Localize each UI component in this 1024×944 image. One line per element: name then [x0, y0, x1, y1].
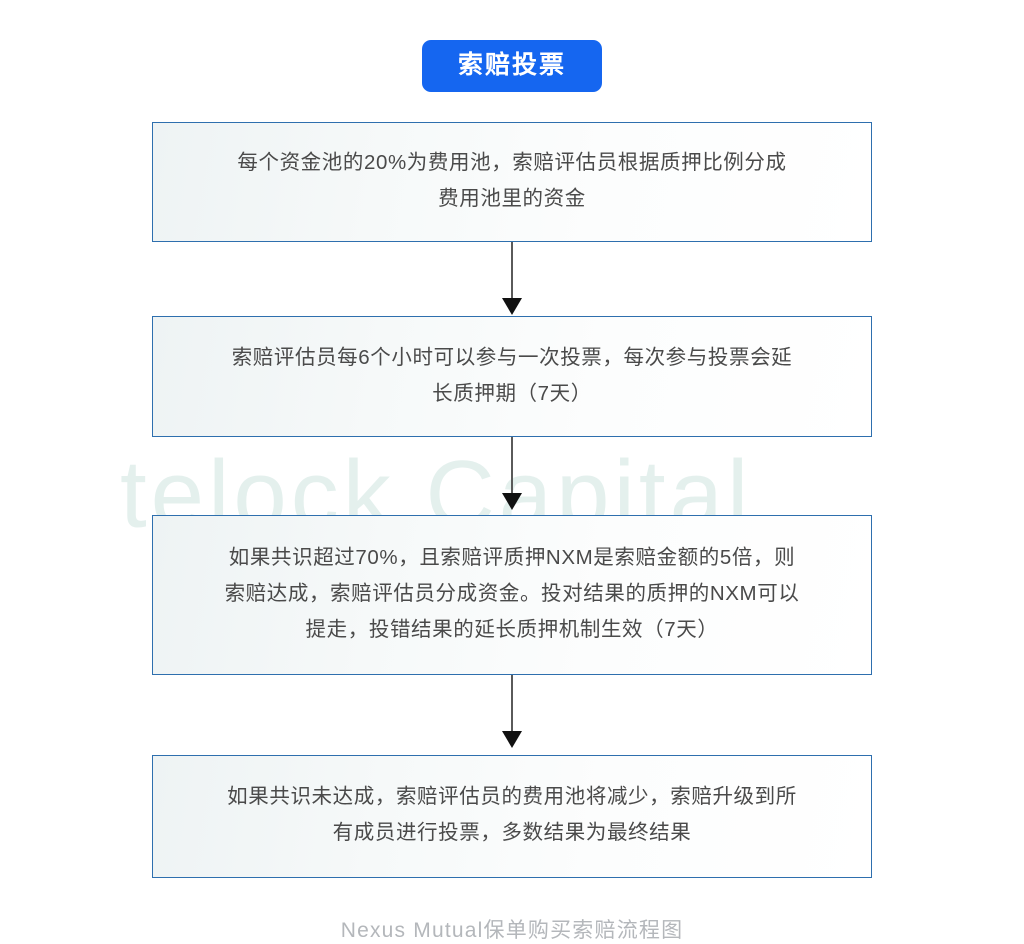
flow-step-box-4: 如果共识未达成，索赔评估员的费用池将减少，索赔升级到所 有成员进行投票，多数结果…: [152, 755, 872, 878]
flowchart-caption: Nexus Mutual保单购买索赔流程图: [340, 919, 684, 942]
flowchart-title-badge: 索赔投票: [421, 40, 602, 92]
flow-step-3-line-2: 索赔达成，索赔评估员分成资金。投对结果的质押的NXM可以: [224, 582, 800, 605]
arrow-connector-2: [500, 437, 524, 515]
arrow-head-icon: [502, 731, 522, 748]
arrow-head-icon: [502, 493, 522, 510]
arrow-head-icon: [502, 298, 522, 315]
flow-step-2-line-2: 长质押期（7天）: [432, 382, 592, 405]
flow-step-3-line-1: 如果共识超过70%，且索赔评质押NXM是索赔金额的5倍，则: [228, 546, 796, 569]
flow-step-4-line-1: 如果共识未达成，索赔评估员的费用池将减少，索赔升级到所: [227, 785, 797, 808]
flow-step-4-line-2: 有成员进行投票，多数结果为最终结果: [332, 821, 692, 844]
spacer-top: [500, 92, 524, 122]
arrow-shaft-icon: [511, 242, 513, 302]
flow-step-box-3: 如果共识超过70%，且索赔评质押NXM是索赔金额的5倍，则 索赔达成，索赔评估员…: [152, 515, 872, 675]
flow-step-1-line-1: 每个资金池的20%为费用池，索赔评估员根据质押比例分成: [237, 151, 787, 174]
arrow-connector-1: [500, 242, 524, 316]
arrow-shaft-icon: [511, 675, 513, 735]
arrow-shaft-icon: [511, 437, 513, 497]
flow-step-1-line-2: 费用池里的资金: [438, 187, 586, 210]
arrow-connector-3: [500, 675, 524, 755]
flow-step-3-line-3: 提走，投错结果的延长质押机制生效（7天）: [305, 618, 719, 641]
flow-step-box-2: 索赔评估员每6个小时可以参与一次投票，每次参与投票会延 长质押期（7天）: [152, 316, 872, 437]
flow-step-box-1: 每个资金池的20%为费用池，索赔评估员根据质押比例分成 费用池里的资金: [152, 122, 872, 242]
flow-step-2-line-1: 索赔评估员每6个小时可以参与一次投票，每次参与投票会延: [231, 346, 793, 369]
